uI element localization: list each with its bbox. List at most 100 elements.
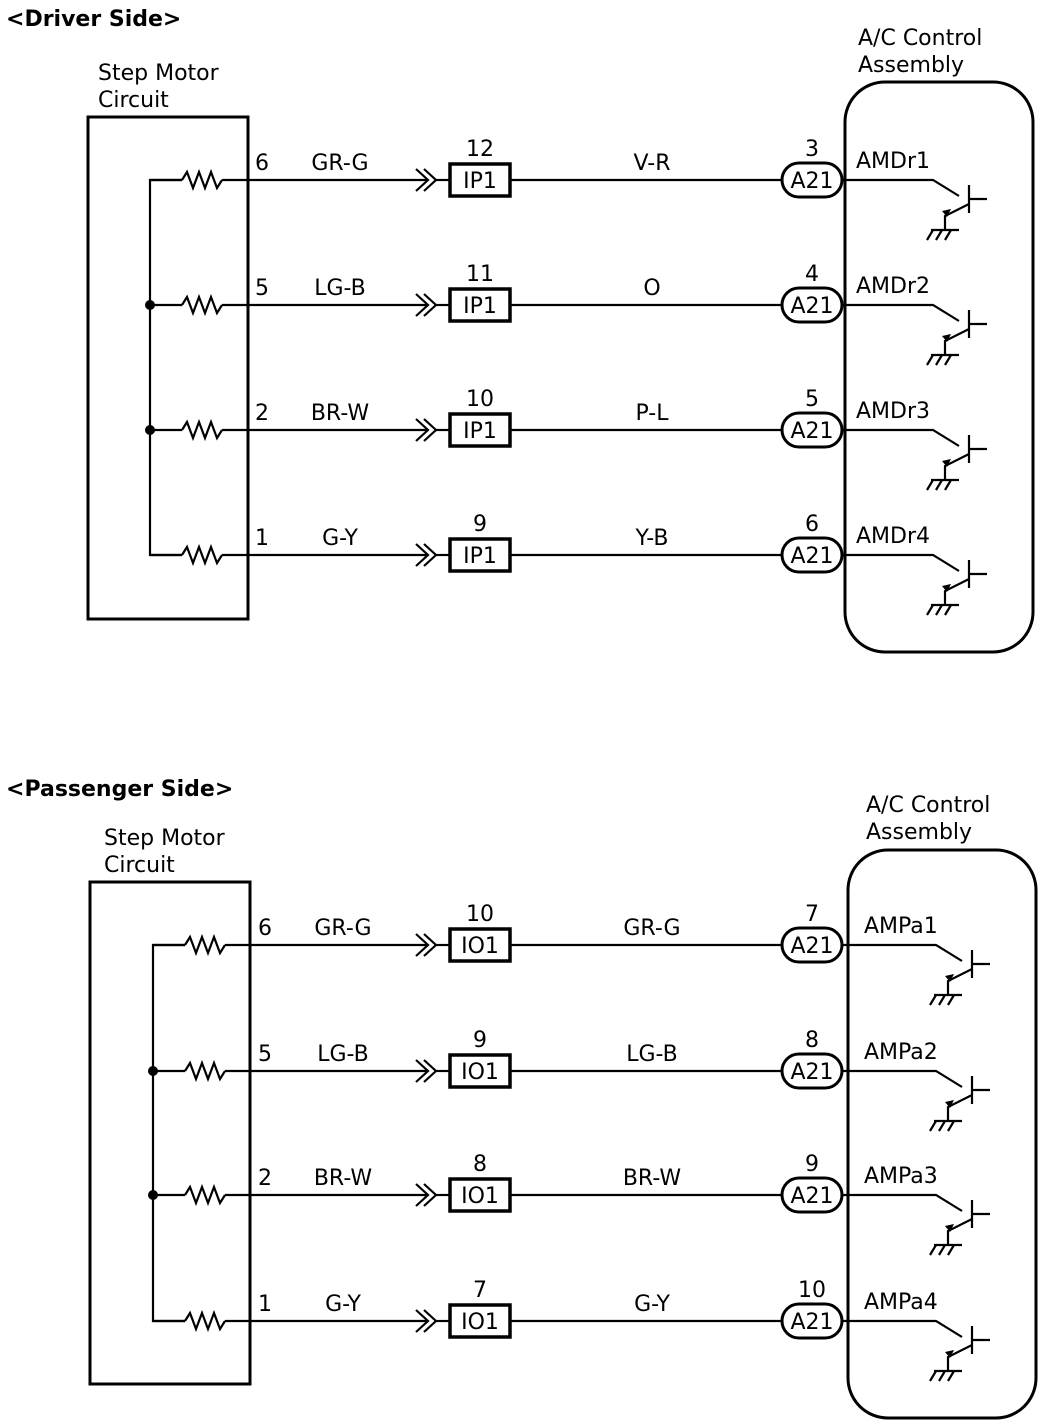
wire-color-label: GR-G [314, 916, 371, 941]
connector-pin-number: 10 [466, 902, 494, 927]
connector-code: IO1 [461, 1184, 499, 1209]
transistor-icon [842, 553, 987, 605]
ac-control-box [843, 80, 1035, 654]
step-motor-label: Circuit [98, 88, 169, 113]
section-title-text: Driver Side [24, 7, 162, 32]
connector-pin-number: 7 [473, 1278, 487, 1303]
motor-pin-number: 2 [258, 1166, 272, 1191]
section-title: <Passenger Side> [6, 777, 233, 802]
transistor-icon [842, 1193, 990, 1245]
common-rail [148, 178, 182, 557]
ecu-pin-number: 7 [805, 902, 819, 927]
transistor-icon [842, 943, 990, 995]
motor-pin-number: 1 [258, 1292, 272, 1317]
ecu-signal-label: AMPa4 [864, 1290, 938, 1315]
wire-color-label: LG-B [626, 1042, 678, 1067]
ecu-connector-code: A21 [790, 294, 833, 319]
ecu-signal-label: AMDr3 [856, 399, 930, 424]
circuit-row: 2 BR-W IP1 10P-L A21 5 AMDr3 [145, 387, 987, 491]
ac-control-label: Assembly [866, 820, 972, 845]
ground-icon [929, 993, 962, 1006]
ecu-pin-number: 8 [805, 1028, 819, 1053]
connector-pin-number: 11 [466, 262, 494, 287]
connector-pin-number: 12 [466, 137, 494, 162]
connector-box [448, 287, 512, 323]
wire-color-label: P-L [636, 401, 670, 426]
wire-color-label: V-R [634, 151, 671, 176]
wire-color-label: O [643, 276, 660, 301]
ground-icon [929, 1119, 962, 1132]
ecu-connector-code: A21 [790, 934, 833, 959]
connector-code: IO1 [461, 1060, 499, 1085]
connector-code: IP1 [463, 169, 497, 194]
resistor-icon [181, 418, 223, 442]
motor-pin-number: 2 [255, 401, 269, 426]
motor-pin-number: 5 [258, 1042, 272, 1067]
ecu-pin-number: 10 [798, 1278, 826, 1303]
wire-color-label: BR-W [311, 401, 370, 426]
wire-color-label: GR-G [311, 151, 368, 176]
resistor-icon [184, 1309, 226, 1333]
step-motor-label: Step Motor [104, 826, 226, 851]
wire-color-label: Y-B [634, 526, 668, 551]
connector-pin-number: 9 [473, 512, 487, 537]
ecu-pin-number: 5 [805, 387, 819, 412]
transistor-emitter-arrow-icon [945, 1224, 954, 1232]
transistor-icon [842, 1069, 990, 1121]
ground-icon [926, 353, 959, 366]
ground-icon [929, 1369, 962, 1382]
ecu-signal-label: AMDr2 [856, 274, 930, 299]
ecu-signal-label: AMDr1 [856, 149, 930, 174]
ecu-signal-label: AMPa2 [864, 1040, 938, 1065]
resistor-icon [184, 1183, 226, 1207]
connector-code: IO1 [461, 1310, 499, 1335]
ecu-connector-code: A21 [790, 1060, 833, 1085]
resistor-icon [181, 543, 223, 567]
ecu-signal-label: AMPa3 [864, 1164, 938, 1189]
connector-pin-number: 8 [473, 1152, 487, 1177]
wire-color-label: LG-B [317, 1042, 369, 1067]
ecu-connector-code: A21 [790, 419, 833, 444]
ecu-pin-number: 9 [805, 1152, 819, 1177]
transistor-emitter-arrow-icon [945, 1100, 954, 1108]
step-motor-box [86, 115, 250, 621]
transistor-emitter-arrow-icon [945, 974, 954, 982]
resistor-icon [184, 1059, 226, 1083]
connector-pin-number: 10 [466, 387, 494, 412]
connector-box [448, 927, 512, 963]
motor-pin-number: 6 [258, 916, 272, 941]
step-motor-label: Circuit [104, 853, 175, 878]
transistor-emitter-arrow-icon [942, 334, 951, 342]
ac-control-label: Assembly [858, 53, 964, 78]
ground-icon [926, 603, 959, 616]
transistor-icon [842, 178, 987, 230]
ecu-signal-label: AMPa1 [864, 914, 938, 939]
resistor-icon [184, 933, 226, 957]
resistor-icon [181, 168, 223, 192]
transistor-icon [842, 1319, 990, 1371]
wire-color-label: G-Y [325, 1292, 361, 1317]
motor-pin-number: 6 [255, 151, 269, 176]
transistor-emitter-arrow-icon [942, 459, 951, 467]
connector-box [448, 412, 512, 448]
wire-color-label: GR-G [623, 916, 680, 941]
connector-code: IP1 [463, 294, 497, 319]
connector-code: IP1 [463, 544, 497, 569]
connector-code: IO1 [461, 934, 499, 959]
wire-color-label: G-Y [634, 1292, 670, 1317]
ecu-connector-code: A21 [790, 1184, 833, 1209]
connector-box [448, 1303, 512, 1339]
ground-icon [929, 1243, 962, 1256]
ecu-pin-number: 6 [805, 512, 819, 537]
ecu-signal-label: AMDr4 [856, 524, 930, 549]
connector-code: IP1 [463, 419, 497, 444]
transistor-emitter-arrow-icon [945, 1350, 954, 1358]
